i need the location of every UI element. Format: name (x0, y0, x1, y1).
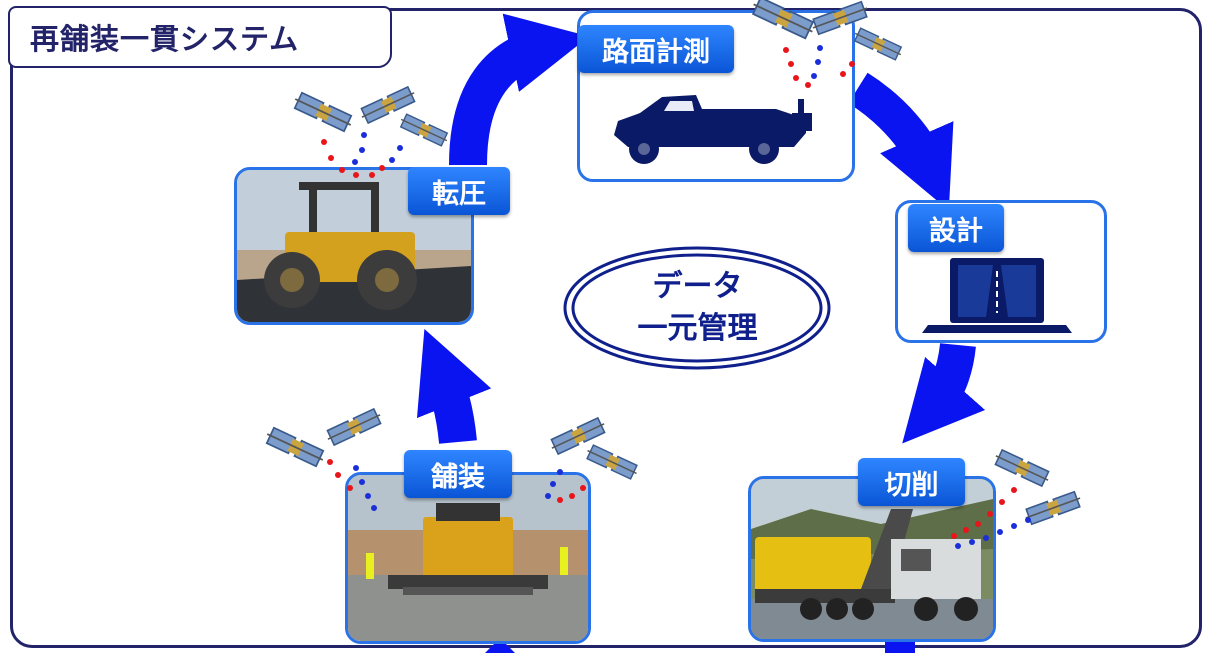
arrow-rolling-to-measure (449, 13, 590, 166)
paver-photo (348, 475, 588, 641)
page-title: 再舗装一貫システム (30, 22, 300, 56)
satellite-icon (851, 26, 905, 62)
satellite-icon (290, 90, 356, 134)
satellite-icon (991, 447, 1053, 489)
satellite-icon (583, 443, 641, 481)
panel-design (895, 200, 1107, 343)
label-cutting: 切削 (858, 458, 965, 506)
satellite-icon (323, 406, 385, 448)
title-box: 再舗装一貫システム (8, 6, 392, 68)
pickup-truck-icon (614, 95, 812, 164)
label-rolling: 転圧 (408, 167, 510, 215)
satellite-icon (397, 112, 451, 148)
center-label-line1: データ (652, 269, 743, 304)
arrow-measure-to-design (848, 72, 954, 211)
laptop-icon (922, 258, 1072, 333)
arrow-paving-to-rolling (416, 329, 492, 445)
label-design: 設計 (908, 204, 1004, 252)
panel-rolling (234, 167, 474, 325)
arrow-stub-bottom-left (485, 638, 515, 653)
satellite-icon (1022, 489, 1084, 527)
arrow-design-to-cutting (902, 342, 986, 444)
label-paving: 舗装 (404, 450, 512, 498)
label-measure: 路面計測 (578, 25, 734, 73)
center-label: データ 一元管理 (565, 253, 830, 363)
center-label-line2: 一元管理 (637, 311, 758, 346)
satellite-icon (262, 425, 328, 469)
outer-frame (10, 8, 1202, 648)
panel-paving (345, 472, 591, 644)
satellite-icon (748, 0, 818, 41)
